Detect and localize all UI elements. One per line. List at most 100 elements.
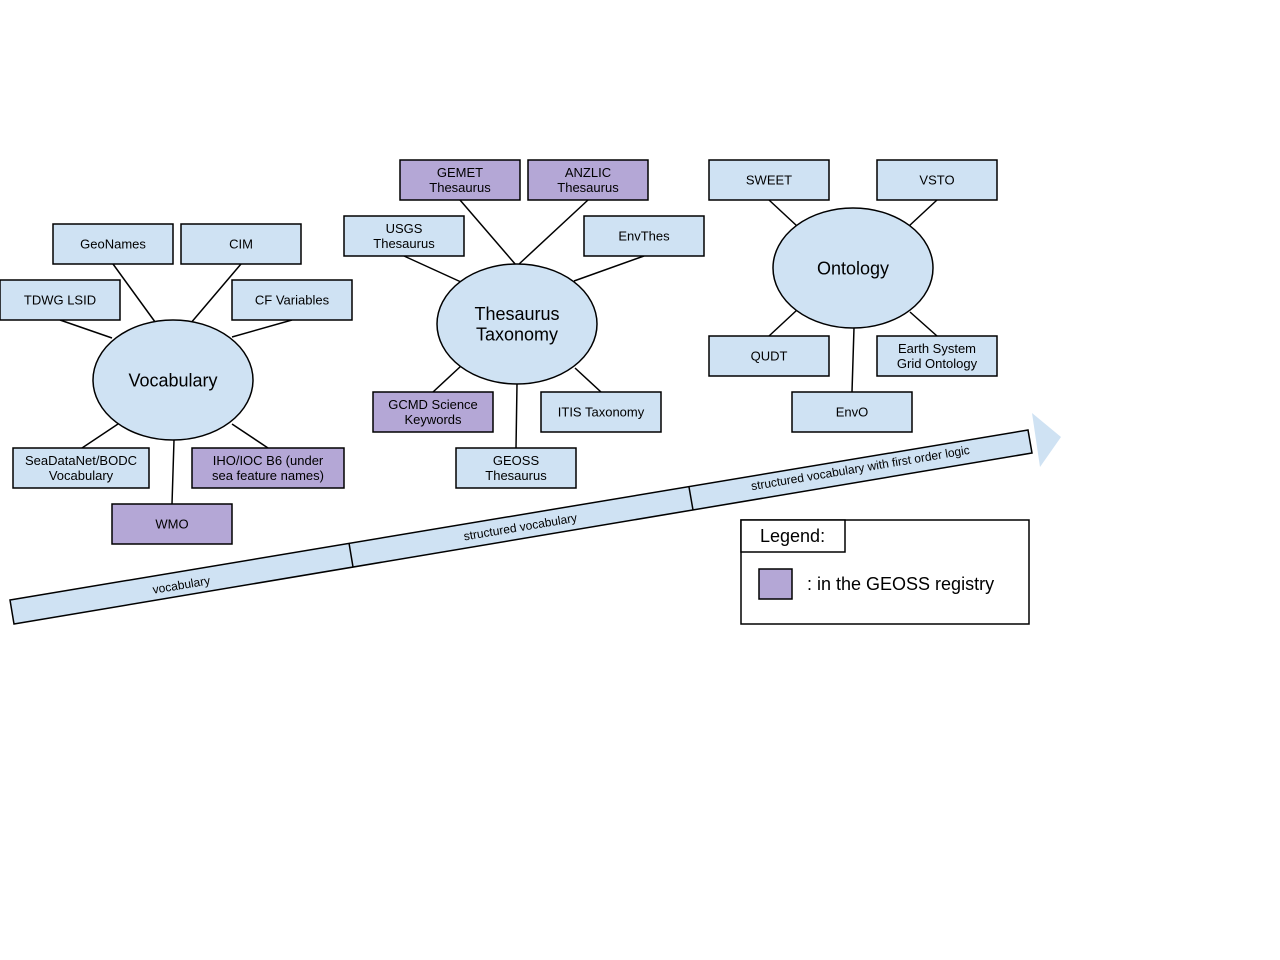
node-label: USGS xyxy=(386,221,423,236)
node-label: EnvO xyxy=(836,405,869,420)
term-nodes: GeoNames CIM TDWG LSID CF VariablesSeaDataN… xyxy=(0,159,998,545)
node-label: IHO/IOC B6 (under xyxy=(213,453,324,468)
node-box xyxy=(191,447,345,489)
edge-cim xyxy=(189,263,242,325)
edge-gcmd xyxy=(432,365,462,393)
node-box xyxy=(791,391,913,433)
edge-tdwg xyxy=(59,319,113,339)
node-box xyxy=(180,223,302,265)
node-label: ANZLIC xyxy=(565,165,611,180)
legend-swatch xyxy=(758,568,793,600)
node-label: TDWG LSID xyxy=(24,293,96,308)
node-box xyxy=(52,223,174,265)
node-box xyxy=(708,159,830,201)
node-label: Thesaurus xyxy=(373,236,435,251)
node-itis: ITIS Taxonomy xyxy=(540,391,662,433)
edge-esgo xyxy=(909,311,938,337)
node-box xyxy=(231,279,353,321)
edge-usgs xyxy=(403,255,462,283)
node-label: QUDT xyxy=(751,349,788,364)
node-cf: CF Variables xyxy=(231,279,353,321)
node-box xyxy=(399,159,521,201)
node-label: Grid Ontology xyxy=(897,356,978,371)
node-box xyxy=(583,215,705,257)
legend: Legend:: in the GEOSS registry xyxy=(740,519,1030,625)
node-box xyxy=(372,391,494,433)
node-envo: EnvO xyxy=(791,391,913,433)
node-label: SeaDataNet/BODC xyxy=(25,453,137,468)
node-label: sea feature names) xyxy=(212,468,324,483)
category-ellipse xyxy=(436,263,598,385)
node-qudt: QUDT xyxy=(708,335,830,377)
ellipse-ontology: Ontology xyxy=(772,207,934,329)
edge-wmo xyxy=(171,439,175,505)
node-label: Thesaurus xyxy=(429,180,491,195)
node-vsto: VSTO xyxy=(876,159,998,201)
node-box xyxy=(12,447,150,489)
edge-envo xyxy=(851,327,855,393)
edge-gemet xyxy=(459,199,517,266)
arrow-divider xyxy=(688,486,694,511)
category-label: Vocabulary xyxy=(128,370,217,390)
edge-vsto xyxy=(908,199,938,227)
node-box xyxy=(876,159,998,201)
edge-geonames xyxy=(112,263,159,327)
edge-anzlic xyxy=(517,199,589,266)
category-ellipse xyxy=(772,207,934,329)
node-sweet: SWEET xyxy=(708,159,830,201)
node-label: GeoNames xyxy=(80,237,146,252)
node-label: GCMD Science xyxy=(388,397,478,412)
edge-qudt xyxy=(768,309,798,337)
node-box xyxy=(876,335,998,377)
node-box xyxy=(0,279,121,321)
node-label: Vocabulary xyxy=(49,468,114,483)
node-cim: CIM xyxy=(180,223,302,265)
arrow-band xyxy=(9,429,1033,625)
edge-envthes xyxy=(573,255,645,282)
node-label: CF Variables xyxy=(255,293,330,308)
connector-lines xyxy=(59,199,938,505)
node-box xyxy=(111,503,233,545)
node-box xyxy=(455,447,577,489)
edge-seadatanet xyxy=(81,423,119,449)
edge-sweet xyxy=(768,199,798,227)
node-geonames: GeoNames xyxy=(52,223,174,265)
node-envthes: EnvThes xyxy=(583,215,705,257)
ellipse-vocabulary: Vocabulary xyxy=(92,319,254,441)
node-wmo: WMO xyxy=(111,503,233,545)
node-box xyxy=(708,335,830,377)
arrow-divider xyxy=(348,542,354,568)
node-box xyxy=(527,159,649,201)
node-label: CIM xyxy=(229,237,253,252)
node-box xyxy=(540,391,662,433)
category-label: Taxonomy xyxy=(476,325,558,345)
category-ellipse xyxy=(92,319,254,441)
edge-geoss xyxy=(515,383,518,449)
node-label: SWEET xyxy=(746,173,792,188)
node-label: Thesaurus xyxy=(557,180,619,195)
node-label: Keywords xyxy=(404,412,462,427)
edge-iho xyxy=(231,423,269,449)
node-label: ITIS Taxonomy xyxy=(558,405,645,420)
node-label: WMO xyxy=(155,517,188,532)
edge-itis xyxy=(574,367,602,393)
legend-title-box xyxy=(740,519,846,553)
node-box xyxy=(343,215,465,257)
arrowhead xyxy=(1032,413,1061,467)
legend-entry-label: : in the GEOSS registry xyxy=(807,574,994,594)
node-tdwg: TDWG LSID xyxy=(0,279,121,321)
node-label: EnvThes xyxy=(618,229,670,244)
category-label: Ontology xyxy=(817,258,889,278)
legend-title: Legend: xyxy=(760,526,825,546)
node-label: GEMET xyxy=(437,165,483,180)
